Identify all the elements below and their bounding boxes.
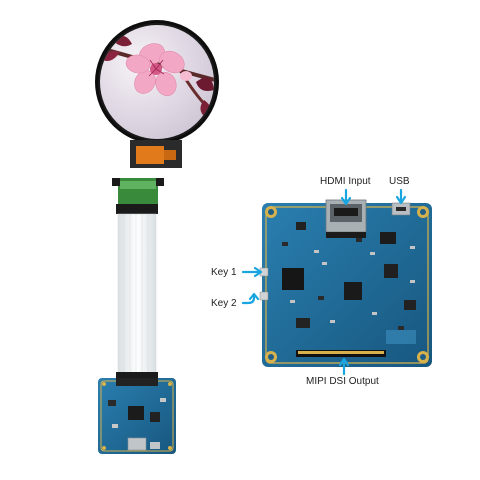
mipi-dsi-output-label: MIPI DSI Output bbox=[306, 376, 379, 387]
hdmi-connector bbox=[325, 199, 367, 238]
key-2-label: Key 2 bbox=[211, 298, 237, 309]
key-1-label: Key 1 bbox=[211, 267, 237, 278]
callout-arrows bbox=[241, 188, 407, 376]
flex-cable bbox=[116, 204, 158, 380]
mipi-connector bbox=[296, 350, 386, 357]
usb-label: USB bbox=[389, 176, 410, 187]
hdmi-input-label: HDMI Input bbox=[320, 176, 371, 187]
small-driver-board bbox=[98, 378, 176, 454]
key2-arrow bbox=[241, 294, 256, 305]
large-driver-board bbox=[259, 199, 432, 367]
display-fpc bbox=[112, 140, 182, 204]
usb-connector bbox=[391, 202, 411, 216]
blossom-image bbox=[100, 25, 214, 139]
round-display bbox=[95, 20, 219, 144]
key-2-button bbox=[259, 291, 269, 301]
